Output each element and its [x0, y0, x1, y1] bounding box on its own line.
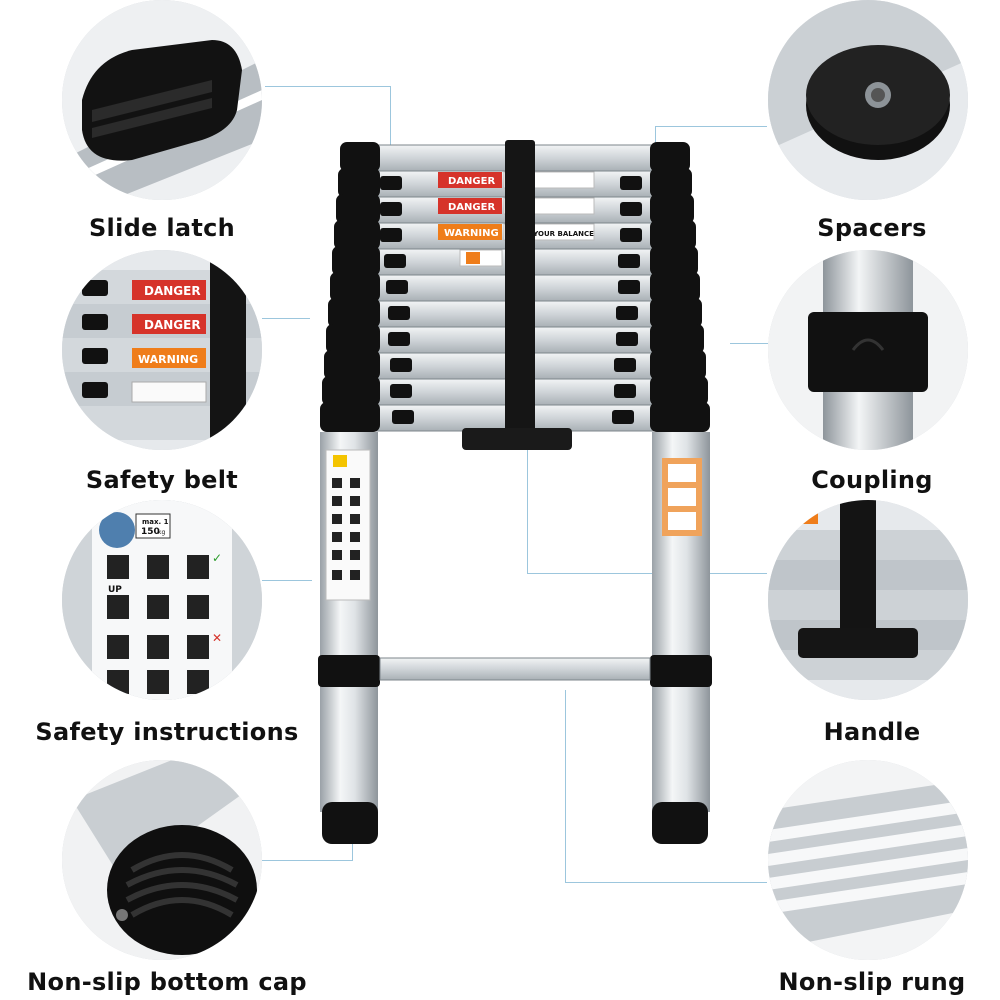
bottom-rung	[379, 657, 651, 681]
leader-slide-latch-v	[390, 86, 391, 146]
callout-safety-instructions: max. 1 150 kg UP ✓ ✕	[62, 500, 262, 700]
callout-rung	[768, 760, 968, 960]
belt-danger-1: DANGER	[144, 284, 201, 298]
svg-text:✓: ✓	[212, 551, 222, 565]
belt-warning: WARNING	[138, 353, 198, 366]
safety-strap	[505, 140, 535, 432]
leader-handle	[527, 573, 767, 574]
leader-coupling	[730, 343, 768, 344]
left-bottom-cap	[322, 802, 378, 844]
label-safety-belt: Safety belt	[85, 466, 239, 494]
sticker-balance: OSE YOUR BALANCE	[515, 230, 594, 238]
label-bottom-cap: Non-slip bottom cap	[27, 968, 307, 996]
callout-coupling	[768, 250, 968, 450]
left-coupling	[318, 655, 380, 687]
carry-handle	[462, 428, 572, 450]
callout-slide-latch	[62, 0, 262, 200]
sticker-warning: WARNING	[444, 228, 499, 239]
label-handle: Handle	[823, 718, 921, 746]
callout-bottom-cap	[62, 760, 262, 960]
leader-rung-v	[565, 690, 566, 882]
leader-bottom-cap-v	[352, 835, 353, 861]
label-spacers: Spacers	[817, 214, 927, 242]
max-load-unit: kg	[158, 529, 165, 536]
telescopic-ladder: DANGER DANGER WARNING OSE YOUR BALANCE	[318, 140, 712, 844]
sticker-danger-2: DANGER	[448, 202, 495, 213]
right-bottom-cap	[652, 802, 708, 844]
label-slide-latch: Slide latch	[88, 214, 236, 242]
max-load-label: max. 1	[142, 518, 169, 526]
leader-safety-belt	[262, 318, 310, 319]
belt-danger-2: DANGER	[144, 318, 201, 332]
right-coupling	[650, 655, 712, 687]
leader-spacers	[655, 126, 767, 127]
leader-safety-instructions	[262, 580, 312, 581]
leader-spacers-v	[655, 126, 656, 148]
callout-spacers	[768, 0, 968, 200]
leader-slide-latch	[265, 86, 390, 87]
instruction-up: UP	[108, 585, 122, 595]
sticker-danger-1: DANGER	[448, 176, 495, 187]
leader-rung	[565, 882, 767, 883]
label-coupling: Coupling	[811, 466, 933, 494]
label-safety-instructions: Safety instructions	[35, 718, 299, 746]
callout-safety-belt: DANGER DANGER WARNING	[62, 250, 262, 450]
callout-handle	[768, 500, 968, 700]
max-load-value: 150	[141, 527, 160, 537]
leader-handle-v	[527, 440, 528, 573]
svg-text:✕: ✕	[212, 631, 222, 645]
label-rung: Non-slip rung	[778, 968, 966, 996]
leader-bottom-cap	[262, 860, 352, 861]
